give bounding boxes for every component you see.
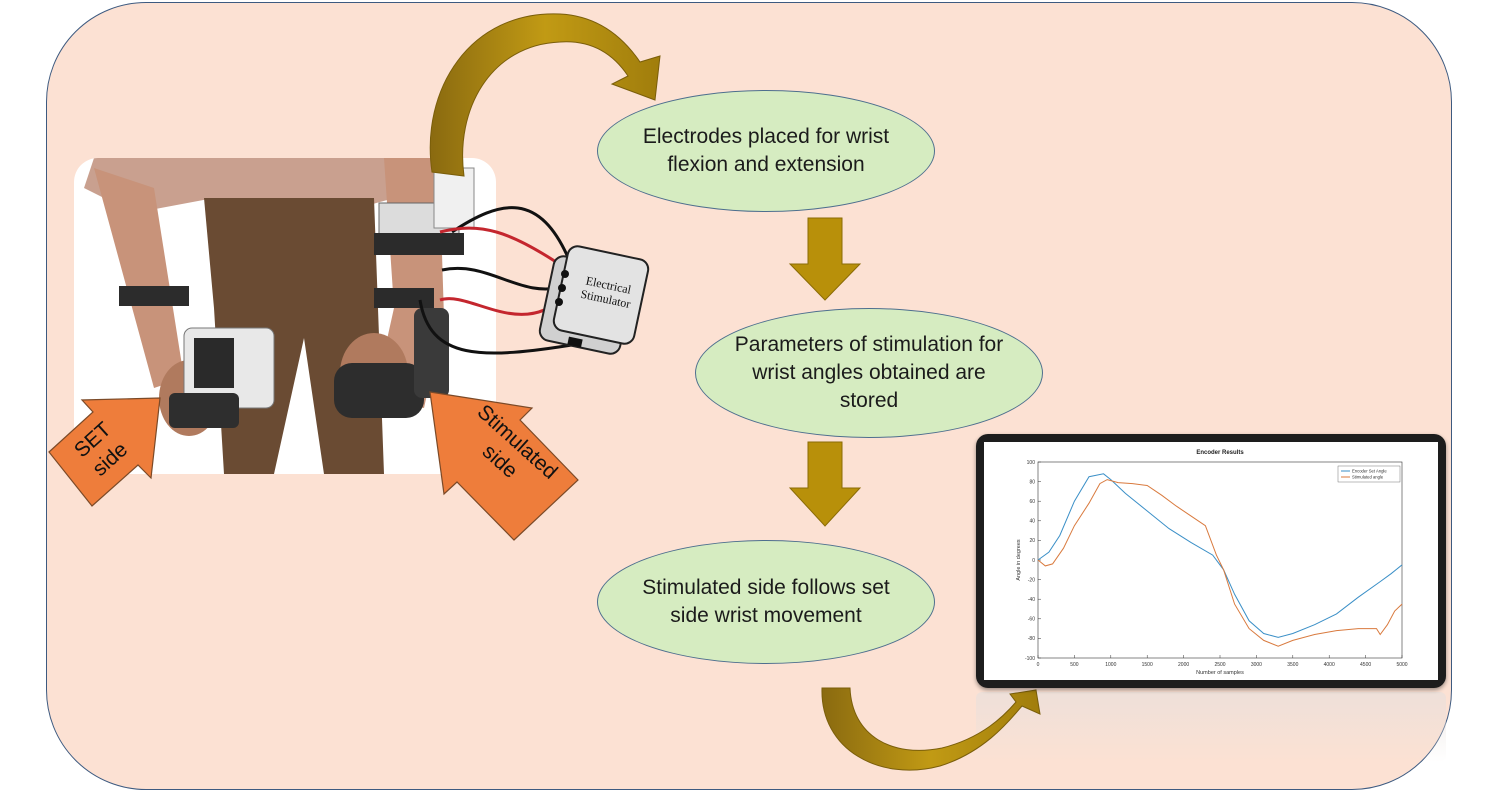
legend-entry: Encoder Set Angle: [1352, 469, 1387, 474]
x-tick-label: 0: [1037, 662, 1040, 668]
x-tick-label: 3500: [1287, 662, 1298, 668]
y-tick-label: 40: [1029, 519, 1035, 525]
y-tick-label: -20: [1028, 577, 1035, 583]
x-tick-label: 5000: [1396, 662, 1407, 668]
chart-title: Encoder Results: [1196, 450, 1244, 456]
stimulated-side-arrow: [429, 391, 579, 541]
electrical-stimulator: [538, 245, 650, 355]
x-tick-label: 2000: [1178, 662, 1189, 668]
y-tick-label: -60: [1028, 617, 1035, 623]
step-2-oval: Parameters of stimulation for wrist angl…: [695, 308, 1043, 438]
x-tick-label: 4000: [1324, 662, 1335, 668]
series-line-2: [1037, 479, 1403, 647]
down-arrow-1: [788, 217, 862, 301]
stimulator-wires: [418, 206, 579, 355]
step-1-oval: Electrodes placed for wrist flexion and …: [597, 90, 935, 212]
y-tick-label: 0: [1032, 558, 1035, 564]
curved-arrow-top: [429, 13, 661, 177]
x-tick-label: 1000: [1105, 662, 1116, 668]
y-tick-label: -80: [1028, 636, 1035, 642]
legend-box: [1337, 465, 1401, 483]
step-3-oval: Stimulated side follows set side wrist m…: [597, 540, 935, 664]
y-tick-label: 100: [1027, 460, 1036, 466]
monitor-reflection: [976, 692, 1446, 762]
set-side-arrow: [48, 397, 161, 507]
y-tick-label: -100: [1025, 656, 1035, 662]
y-tick-label: 20: [1029, 538, 1035, 544]
x-tick-label: 500: [1070, 662, 1079, 668]
series-line-1: [1037, 473, 1403, 638]
legend-entry: Stimulated angle: [1352, 475, 1384, 480]
x-tick-label: 4500: [1360, 662, 1371, 668]
x-tick-label: 2500: [1214, 662, 1225, 668]
y-tick-label: -40: [1028, 597, 1035, 603]
x-tick-label: 3000: [1251, 662, 1262, 668]
y-axis-label: Angle in degrees: [1016, 539, 1022, 581]
x-axis-label: Number of samples: [1196, 670, 1244, 676]
curved-arrow-bottom: [821, 687, 1041, 771]
y-tick-label: 60: [1029, 499, 1035, 505]
plot-area: [1037, 461, 1403, 659]
x-tick-label: 1500: [1142, 662, 1153, 668]
down-arrow-2: [788, 441, 862, 527]
y-tick-label: 80: [1029, 479, 1035, 485]
